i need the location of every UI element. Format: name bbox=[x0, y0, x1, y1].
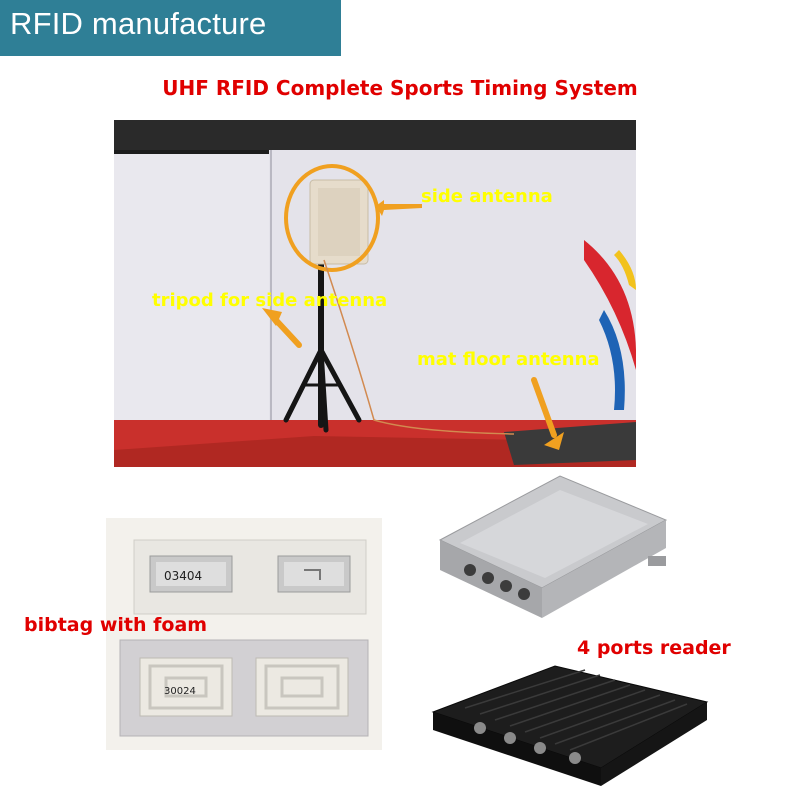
brand-banner: RFID manufacture bbox=[0, 0, 341, 56]
tripod-label: tripod for side antenna bbox=[152, 290, 388, 311]
silver-reader-illustration bbox=[438, 475, 668, 618]
brand-banner-text: RFID manufacture bbox=[10, 6, 267, 41]
bibtag-number-bottom: 30024 bbox=[164, 686, 196, 697]
timing-system-illustration bbox=[114, 120, 636, 467]
reader-label: 4 ports reader bbox=[577, 637, 731, 659]
reader-silver-image bbox=[430, 468, 670, 638]
black-reader-illustration bbox=[431, 665, 709, 786]
bibtag-foam-image: 03404 30024 bbox=[106, 518, 382, 750]
bibtag-label: bibtag with foam bbox=[24, 614, 208, 636]
bibtag-illustration: 03404 30024 bbox=[106, 518, 382, 750]
side-antenna-label: side antenna bbox=[421, 186, 553, 207]
page-title: UHF RFID Complete Sports Timing System bbox=[162, 76, 638, 100]
reader-black-image bbox=[425, 660, 715, 790]
bibtag-number-top: 03404 bbox=[164, 569, 202, 583]
timing-system-photo bbox=[114, 120, 636, 467]
mat-floor-antenna-label: mat floor antenna bbox=[417, 349, 600, 370]
